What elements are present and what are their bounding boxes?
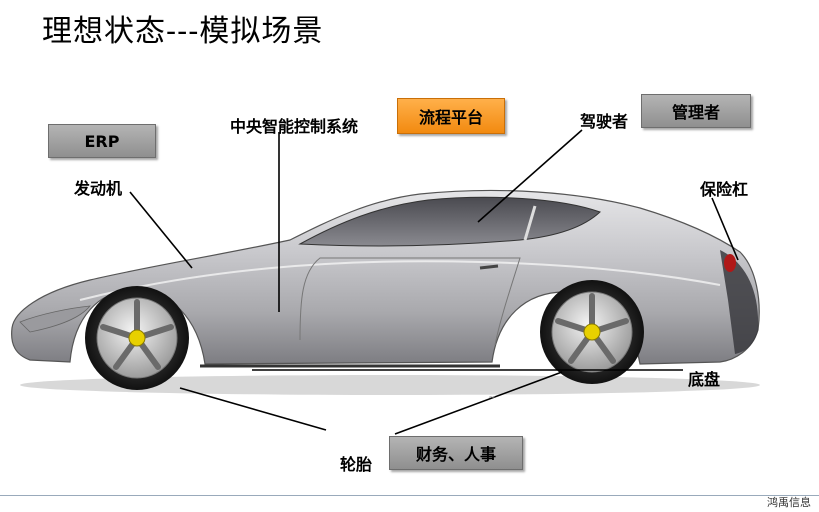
- manager-box: 管理者: [641, 94, 751, 128]
- driver-label: 驾驶者: [580, 108, 628, 132]
- footer-brand: 鸿禹信息: [767, 494, 811, 510]
- front-wheel: [85, 286, 189, 390]
- finance-hr-box: 财务、人事: [389, 436, 523, 470]
- tail-light: [724, 254, 736, 272]
- pointer-engine: [130, 192, 192, 268]
- artist-signature: ~: [488, 393, 496, 403]
- chassis-label: 底盘: [688, 366, 720, 390]
- tire-label: 轮胎: [340, 451, 372, 475]
- process-platform-box: 流程平台: [397, 98, 505, 134]
- page-title: 理想状态---模拟场景: [42, 6, 323, 50]
- door-handle: [480, 266, 498, 268]
- central-control-label: 中央智能控制系统: [230, 113, 358, 137]
- footer-divider: [0, 495, 819, 496]
- bumper-label: 保险杠: [700, 176, 748, 200]
- rear-wheel: [540, 280, 644, 384]
- engine-label: 发动机: [74, 175, 122, 199]
- erp-box: ERP: [48, 124, 156, 158]
